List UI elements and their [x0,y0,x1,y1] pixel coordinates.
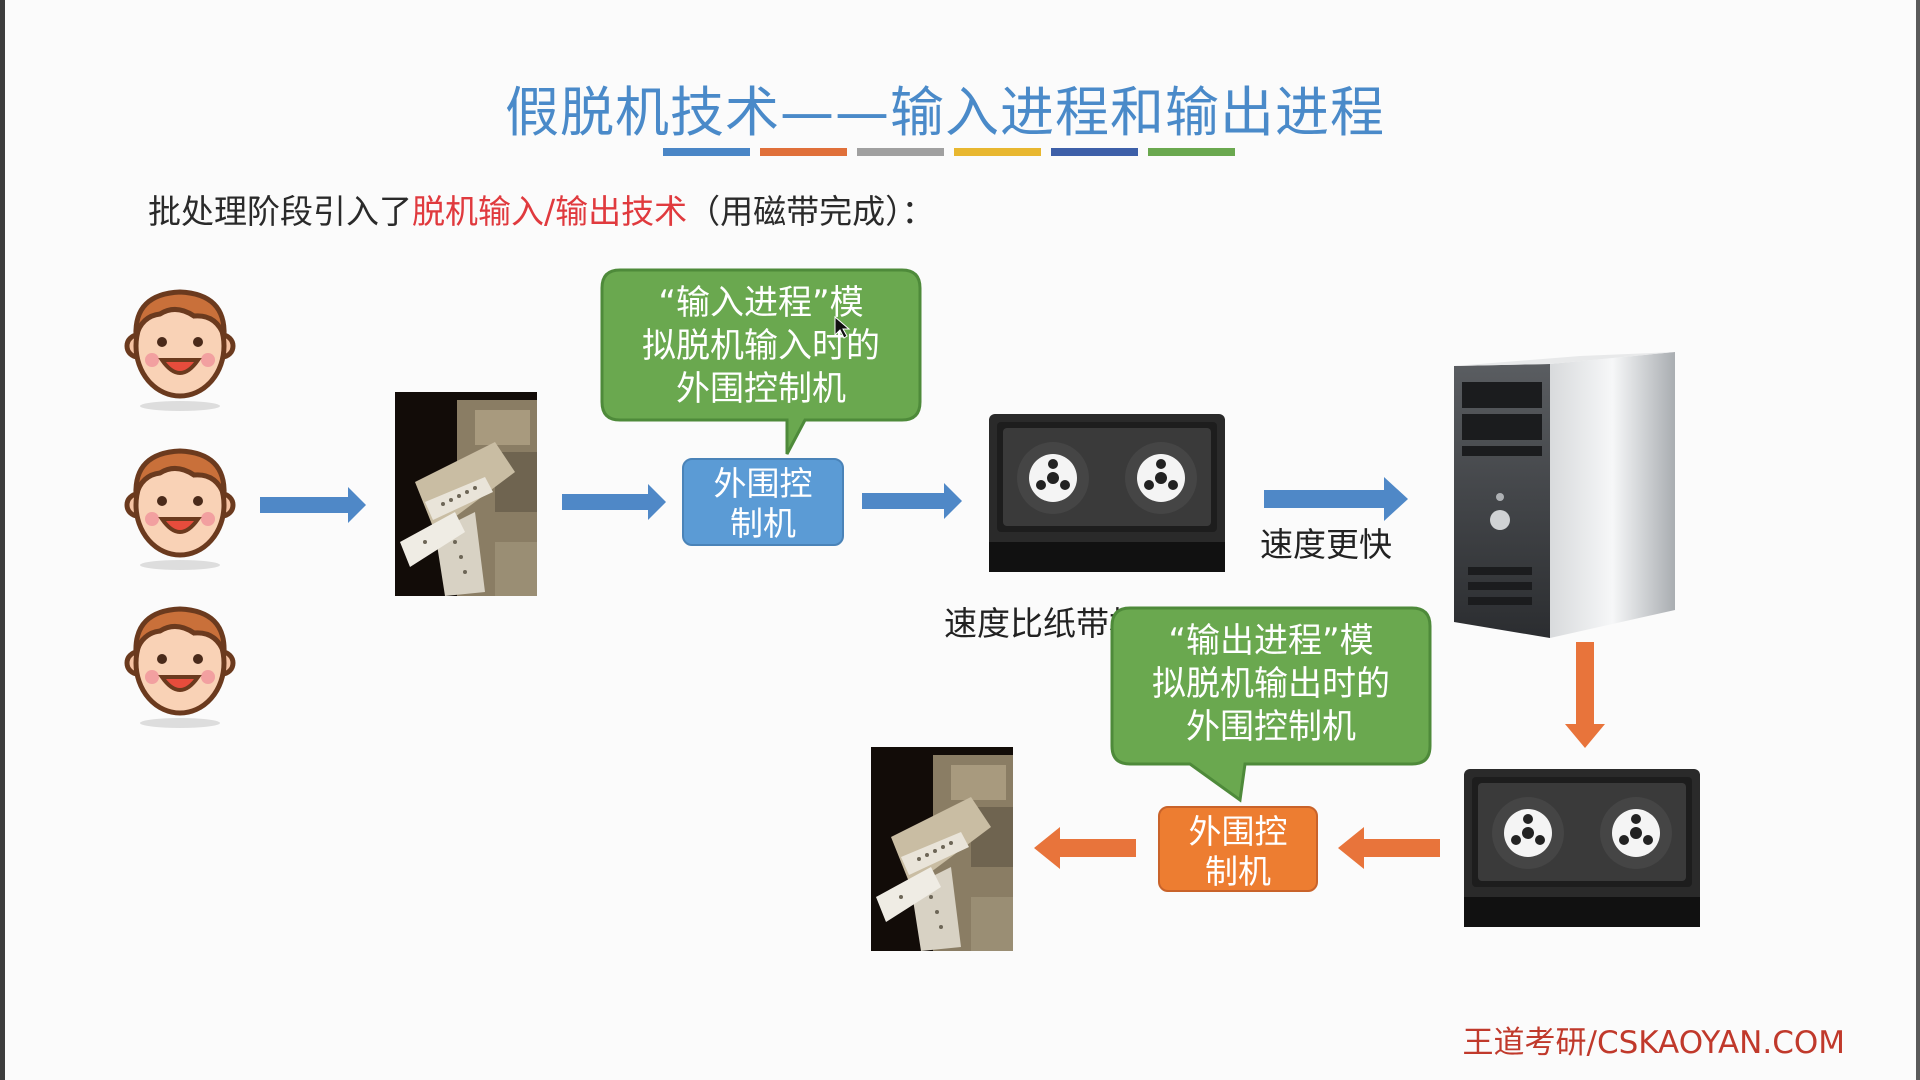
blue-arrow-right [562,484,666,520]
window-edge-left [0,0,5,1080]
output-controller-box: 外围控 制机 [1158,806,1318,892]
input-callout-line: “输入进程”模 [658,283,864,323]
brand-watermark: 王道考研/CSKAOYAN.COM [1462,1025,1846,1061]
input-callout-line: 拟脱机输入时的 [642,326,880,366]
paper-tape-reader-photo [395,392,537,596]
mouse-cursor-icon [834,315,851,339]
orange-arrow-left [1034,827,1136,869]
slide-title: 假脱机技术——输入进程和输出进程 [505,81,1385,144]
magnetic-tape-drive-icon [1464,769,1700,927]
window-edge-right [1916,0,1920,1080]
faster-label: 速度更快 [1260,525,1392,564]
user-face-icon [124,448,236,570]
input-callout-text: “输入进程”模 拟脱机输入时的 外围控制机 [602,282,920,411]
intro-suffix: （用磁带完成）： [687,192,935,231]
blue-arrow-right [862,483,962,519]
input-controller-line: 外围控 [713,464,813,503]
title-underline-segment [857,148,944,156]
intro-text: 批处理阶段引入了脱机输入/输出技术（用磁带完成）： [148,185,935,233]
orange-arrow-left [1338,827,1440,869]
title-underline-segment [1148,148,1235,156]
input-controller-box: 外围控 制机 [682,458,844,546]
intro-highlight: 脱机输入/输出技术 [412,192,688,231]
blue-arrow-right [260,487,366,523]
blue-arrow-right [1264,477,1408,521]
output-callout-bubble [1110,606,1432,803]
orange-arrow-down [1565,642,1605,748]
output-callout-line: “输出进程”模 [1168,621,1374,661]
paper-tape-punch-photo [871,747,1013,951]
output-callout-line: 外围控制机 [1186,707,1356,747]
title-underline-segment [1051,148,1138,156]
magnetic-tape-drive-icon [989,414,1225,572]
user-face-icon [124,289,236,411]
title-underline-segment [760,148,847,156]
input-controller-line: 制机 [730,504,796,543]
input-callout-bubble [600,268,922,455]
output-callout-text: “输出进程”模 拟脱机输出时的 外围控制机 [1112,620,1430,749]
title-underline-segment [954,148,1041,156]
computer-tower-icon [1454,352,1675,638]
output-controller-line: 制机 [1205,852,1271,891]
input-callout-line: 外围控制机 [676,369,846,409]
intro-prefix: 批处理阶段引入了 [148,192,412,231]
output-controller-line: 外围控 [1188,812,1288,851]
title-underline-segment [663,148,750,156]
output-callout-line: 拟脱机输出时的 [1152,664,1390,704]
user-face-icon [124,606,236,728]
